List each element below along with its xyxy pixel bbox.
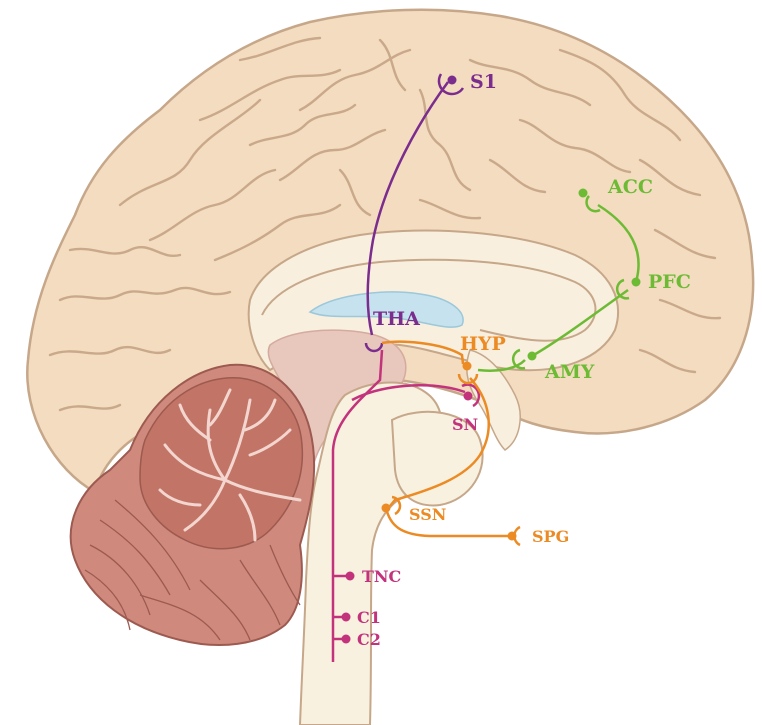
label-ssn: SSN <box>409 505 446 524</box>
label-acc: ACC <box>607 176 653 198</box>
pathway-hyp-ssn <box>389 377 490 507</box>
pathway-sn <box>351 384 466 402</box>
c2-node <box>341 634 351 644</box>
pathway-thalamus-hypothalamus <box>381 340 465 365</box>
lateral-ventricle <box>308 291 464 328</box>
label-sn: SN <box>452 415 478 434</box>
cerebellar-folia <box>84 499 301 641</box>
pathway-ssn-spg <box>384 507 512 538</box>
hypothalamus-region <box>466 349 521 451</box>
c1-node <box>341 612 351 622</box>
tha-synapse-cap <box>364 342 384 353</box>
pathway-hyp-amy <box>477 359 526 372</box>
amy-synapse-cap <box>511 348 526 370</box>
arbor-vitae <box>158 388 302 542</box>
sn-synapse-cap <box>461 383 481 408</box>
label-c1: C1 <box>357 608 381 627</box>
label-tha: THA <box>373 308 420 330</box>
label-pfc: PFC <box>648 271 691 293</box>
s1-node <box>447 75 457 85</box>
acc-synapse-cap <box>585 195 601 213</box>
pathway-spinal-thalamic <box>331 349 384 662</box>
label-c2: C2 <box>357 630 381 649</box>
label-tnc: TNC <box>362 567 401 586</box>
label-s1: S1 <box>470 71 497 93</box>
pathway-acc-pfc <box>597 203 640 283</box>
s1-synapse-cap <box>437 73 465 96</box>
cortical-sulci <box>48 36 722 412</box>
sn-node <box>463 391 473 401</box>
pathway-s1-thalamus <box>366 81 450 336</box>
spg-synapse-cap <box>513 525 521 547</box>
hyp-node <box>462 361 472 371</box>
label-hyp: HYP <box>460 333 506 355</box>
label-spg: SPG <box>532 527 569 546</box>
pfc-synapse-cap <box>615 278 630 300</box>
tnc-node <box>345 571 355 581</box>
hyp-synapse-cap <box>457 373 479 385</box>
ssn-synapse-cap <box>391 495 402 516</box>
acc-node <box>578 188 588 198</box>
pathway-amy-pfc <box>531 288 629 358</box>
label-amy: AMY <box>544 361 595 383</box>
corpus-callosum <box>261 258 597 342</box>
